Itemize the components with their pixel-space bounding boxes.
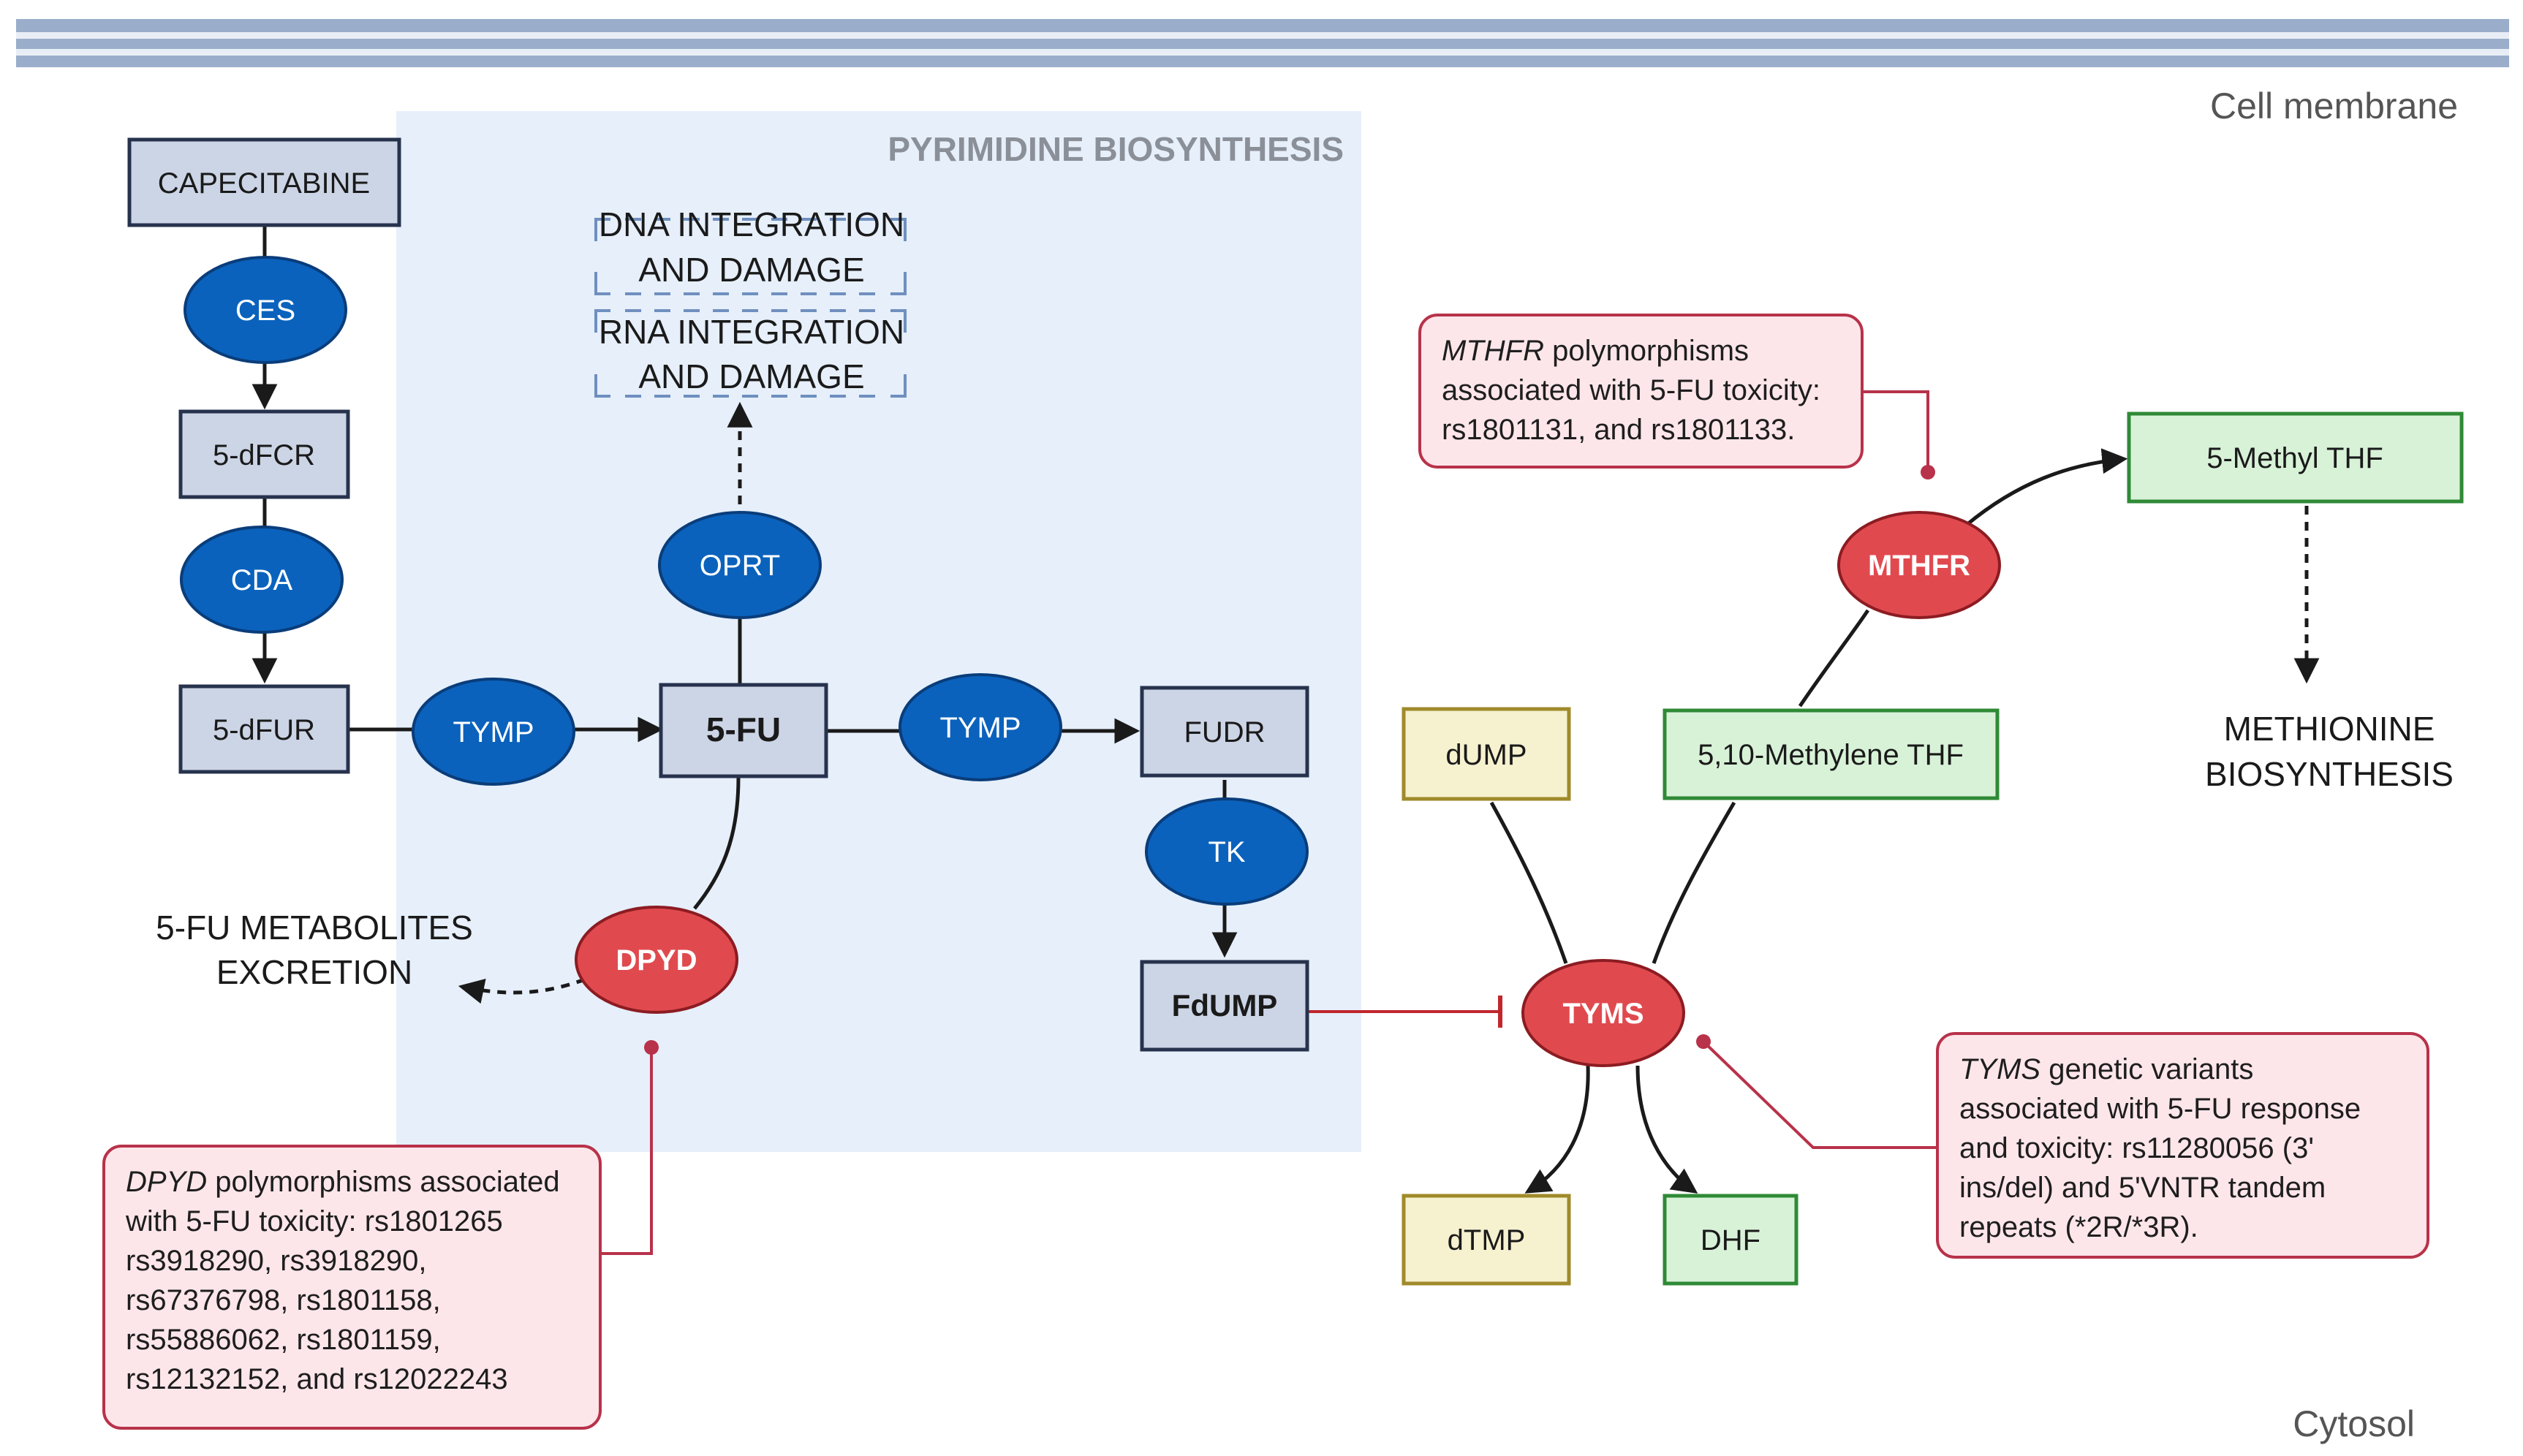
dhf-box bbox=[1663, 1194, 1798, 1286]
cda-enzyme bbox=[180, 526, 344, 634]
nucleotide-boxes: dUMP dTMP bbox=[1402, 707, 1571, 1286]
rna-damage-line-2: AND DAMAGE bbox=[638, 357, 864, 395]
dpyd-label: DPYD bbox=[616, 944, 697, 977]
arrow-mthfr-to-methyl-thf bbox=[1965, 448, 2128, 526]
mthfr-callout-dot bbox=[1921, 465, 1935, 479]
dpyd-note-line-4: rs67376798, rs1801158, bbox=[126, 1284, 441, 1316]
mthfr-note-line-2: associated with 5-FU toxicity: bbox=[1442, 374, 1820, 406]
dump-box bbox=[1402, 707, 1571, 801]
ces-label: CES bbox=[235, 295, 295, 327]
tyms-label: TYMS bbox=[1562, 998, 1643, 1030]
drug-metabolite-boxes: CAPECITABINE 5-dFCR 5-dFUR 5-FU FUDR FdU… bbox=[127, 137, 1309, 1052]
capecitabine-box bbox=[127, 137, 401, 227]
tyms-note-line-5: repeats (*2R/*3R). bbox=[1959, 1211, 2198, 1243]
excretion-line-1: 5-FU METABOLITES bbox=[156, 909, 473, 947]
arrow-tyms-to-dhf bbox=[1635, 1065, 1698, 1194]
mthfr-note-gene: MTHFR bbox=[1442, 335, 1544, 367]
dpyd-callout-dot bbox=[644, 1040, 659, 1055]
damage-outcomes: DNA INTEGRATION AND DAMAGE RNA INTEGRATI… bbox=[594, 205, 907, 398]
excretion-line-2: EXCRETION bbox=[216, 953, 412, 991]
dpyd-note-line-5: rs55886062, rs1801159, bbox=[126, 1324, 441, 1356]
oprt-enzyme bbox=[658, 511, 822, 619]
dna-damage-line-1: DNA INTEGRATION bbox=[599, 205, 904, 243]
tyms-note-line-1: TYMS genetic variants bbox=[1959, 1053, 2254, 1085]
tk-label: TK bbox=[1208, 836, 1245, 868]
cytosol-label: Cytosol bbox=[2293, 1403, 2415, 1444]
dtmp-label: dTMP bbox=[1448, 1224, 1526, 1256]
dump-label: dUMP bbox=[1445, 739, 1527, 771]
capecitabine-label: CAPECITABINE bbox=[158, 167, 370, 200]
dpyd-enzyme bbox=[575, 906, 738, 1014]
methyl-thf-box bbox=[2127, 412, 2464, 504]
cda-label: CDA bbox=[231, 564, 293, 596]
5dfur-box bbox=[178, 684, 350, 774]
line-methylene-thf-to-tyms bbox=[1652, 801, 1736, 964]
dpyd-note-line-6: rs12132152, and rs12022243 bbox=[126, 1363, 508, 1395]
rna-damage-line-1: RNA INTEGRATION bbox=[599, 313, 904, 351]
mthfr-label: MTHFR bbox=[1868, 550, 1970, 582]
tyms-note-line-4: ins/del) and 5'VNTR tandem bbox=[1959, 1172, 2326, 1204]
fdump-inhibits-tyms bbox=[1307, 996, 1502, 1028]
cell-membrane-label: Cell membrane bbox=[2210, 86, 2458, 126]
tyms-polymorphism-note: TYMS genetic variants associated with 5-… bbox=[1936, 1032, 2429, 1259]
mthfr-polymorphism-note: MTHFR polymorphisms associated with 5-FU… bbox=[1418, 314, 1864, 469]
methyl-thf-label: 5-Methyl THF bbox=[2206, 442, 2383, 474]
enzymes: CES CDA TYMP TYMP OPRT TK DPYD TYMS MTHF… bbox=[180, 256, 2001, 1067]
arrow-dpyd-to-excretion bbox=[458, 977, 586, 1004]
methylene-thf-box bbox=[1663, 708, 2000, 800]
tyms-note-line-3: and toxicity: rs11280056 (3' bbox=[1959, 1132, 2314, 1164]
fdump-label: FdUMP bbox=[1172, 988, 1278, 1023]
dhf-label: DHF bbox=[1701, 1224, 1760, 1256]
tyms-note-line-2: associated with 5-FU response bbox=[1959, 1093, 2361, 1125]
line-dump-to-tyms bbox=[1489, 801, 1568, 964]
line-5fu-to-dpyd bbox=[693, 777, 741, 910]
fudr-box bbox=[1140, 686, 1309, 778]
methionine-line-2: BIOSYNTHESIS bbox=[2205, 755, 2454, 793]
dna-damage-line-2: AND DAMAGE bbox=[638, 251, 864, 289]
cell-membrane-band bbox=[16, 19, 2509, 67]
5dfcr-box bbox=[178, 409, 350, 499]
tyms-note-gene: TYMS bbox=[1959, 1053, 2041, 1085]
tyms-callout-dot bbox=[1696, 1034, 1711, 1049]
dpyd-note-gene: DPYD bbox=[126, 1166, 208, 1198]
5dfur-label: 5-dFUR bbox=[213, 714, 315, 746]
terminal-outcomes: 5-FU METABOLITES EXCRETION METHIONINE BI… bbox=[156, 710, 2454, 991]
dpyd-note-line-2: with 5-FU toxicity: rs1801265 bbox=[126, 1205, 503, 1237]
tk-enzyme bbox=[1145, 797, 1309, 906]
ces-enzyme bbox=[184, 256, 347, 364]
mthfr-enzyme bbox=[1837, 511, 2001, 619]
dpyd-note-line-3: rs3918290, rs3918290, bbox=[126, 1245, 427, 1277]
methionine-line-1: METHIONINE bbox=[2224, 710, 2435, 748]
5dfcr-label: 5-dFCR bbox=[213, 439, 315, 471]
tymp-label-2: TYMP bbox=[939, 712, 1021, 744]
mthfr-note-line-1: MTHFR polymorphisms bbox=[1442, 335, 1750, 367]
tymp-label-1: TYMP bbox=[453, 716, 534, 748]
pyrimidine-biosynthesis-title: PYRIMIDINE BIOSYNTHESIS bbox=[888, 130, 1344, 168]
tymp-enzyme-1 bbox=[412, 678, 575, 786]
dtmp-box bbox=[1402, 1194, 1571, 1286]
5fu-label: 5-FU bbox=[706, 710, 781, 748]
fdump-box bbox=[1140, 960, 1309, 1052]
tyms-enzyme bbox=[1521, 959, 1685, 1067]
line-methylene-thf-to-mthfr bbox=[1798, 609, 1870, 708]
dpyd-note-line-1: DPYD polymorphisms associated bbox=[126, 1166, 560, 1198]
dpyd-polymorphism-note: DPYD polymorphisms associated with 5-FU … bbox=[102, 1145, 602, 1430]
folate-boxes: 5,10-Methylene THF 5-Methyl THF DHF bbox=[1663, 412, 2464, 1286]
fudr-label: FUDR bbox=[1184, 716, 1265, 748]
mthfr-note-line-3: rs1801131, and rs1801133. bbox=[1442, 414, 1796, 446]
methylene-thf-label: 5,10-Methylene THF bbox=[1698, 739, 1964, 771]
tymp-enzyme-2 bbox=[899, 673, 1062, 781]
oprt-label: OPRT bbox=[700, 550, 780, 582]
arrow-tyms-to-dtmp bbox=[1524, 1065, 1590, 1194]
5fu-box bbox=[659, 683, 828, 778]
note-callouts bbox=[602, 390, 1936, 1255]
